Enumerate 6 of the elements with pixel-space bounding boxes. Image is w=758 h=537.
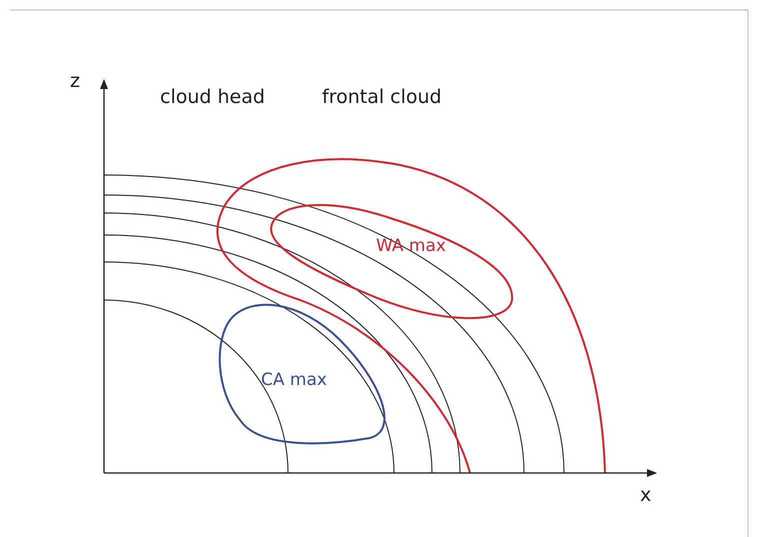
region-label: cloud head — [160, 86, 265, 108]
contour-label: WA max — [376, 236, 446, 256]
axis-label: z — [70, 70, 80, 92]
axis-label: x — [640, 484, 652, 506]
region-label: frontal cloud — [322, 86, 442, 108]
contour-label: CA max — [261, 370, 327, 390]
